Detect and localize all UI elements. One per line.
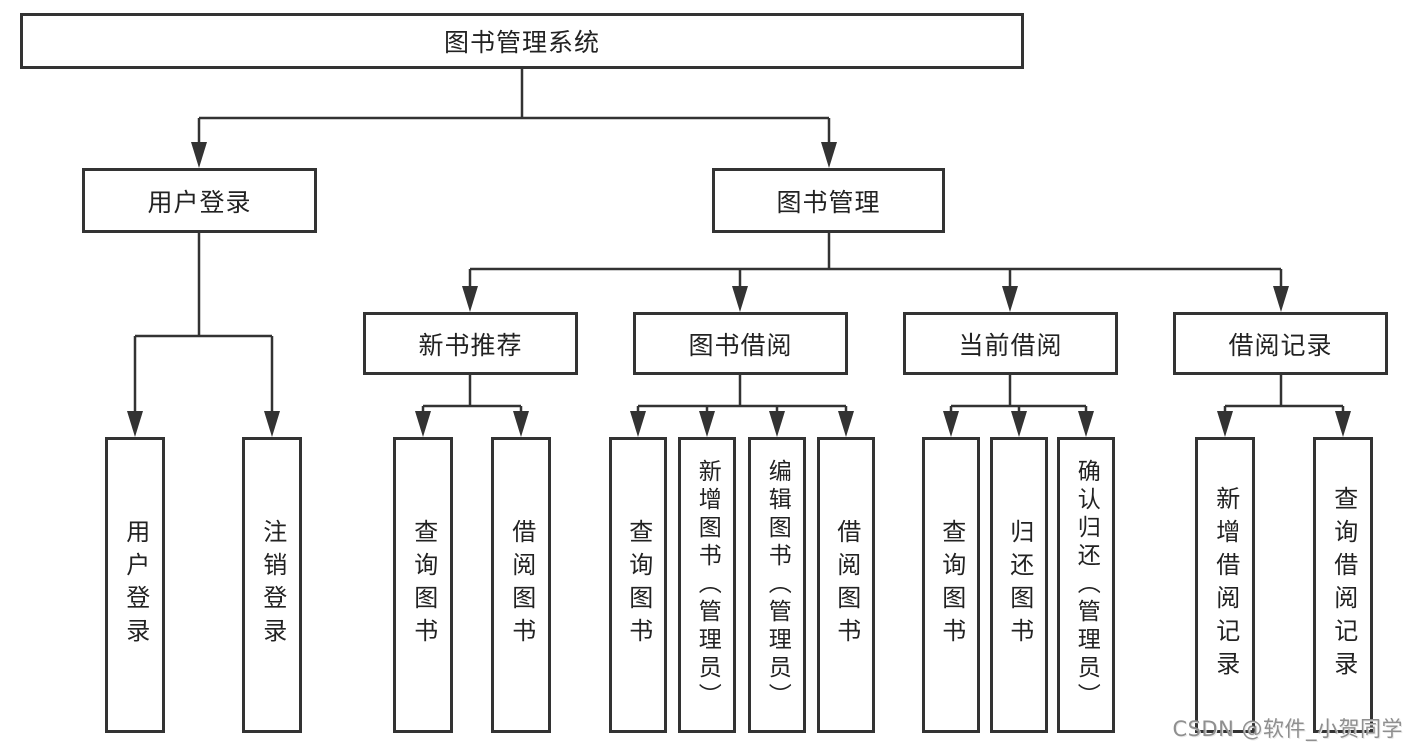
- node-book-borrowing: 图书借阅: [633, 312, 848, 375]
- leaf-nb-borrow-books: 借阅图书: [491, 437, 551, 733]
- leaf-logout: 注销登录: [242, 437, 302, 733]
- leaf-logout-label: 注销登录: [258, 519, 287, 651]
- leaf-bb-edit-books-admin: 编辑图书（管理员）: [748, 437, 806, 733]
- leaf-cb-query-books-label: 查询图书: [937, 519, 966, 651]
- node-book-management: 图书管理: [712, 168, 945, 233]
- leaf-br-add-record-label: 新增借阅记录: [1211, 486, 1240, 684]
- node-library-management-system: 图书管理系统: [20, 13, 1024, 69]
- leaf-cb-return-books: 归还图书: [990, 437, 1048, 733]
- leaf-bb-borrow-books-label: 借阅图书: [832, 519, 861, 651]
- leaf-cb-query-books: 查询图书: [922, 437, 980, 733]
- leaf-cb-confirm-return-admin-label: 确认归还（管理员）: [1073, 459, 1100, 711]
- node-user-login: 用户登录: [82, 168, 317, 233]
- node-new-book-recommendation: 新书推荐: [363, 312, 578, 375]
- leaf-nb-query-books: 查询图书: [393, 437, 453, 733]
- node-current-borrowing: 当前借阅: [903, 312, 1118, 375]
- leaf-cb-return-books-label: 归还图书: [1005, 519, 1034, 651]
- leaf-user-login: 用户登录: [105, 437, 165, 733]
- node-borrowing-records: 借阅记录: [1173, 312, 1388, 375]
- leaf-bb-edit-books-admin-label: 编辑图书（管理员）: [764, 459, 791, 711]
- leaf-user-login-label: 用户登录: [121, 519, 150, 651]
- leaf-bb-borrow-books: 借阅图书: [817, 437, 875, 733]
- leaf-nb-borrow-books-label: 借阅图书: [507, 519, 536, 651]
- leaf-br-query-record: 查询借阅记录: [1313, 437, 1373, 733]
- leaf-bb-add-books-admin: 新增图书（管理员）: [678, 437, 736, 733]
- leaf-bb-query-books: 查询图书: [609, 437, 667, 733]
- leaf-nb-query-books-label: 查询图书: [409, 519, 438, 651]
- leaf-cb-confirm-return-admin: 确认归还（管理员）: [1057, 437, 1115, 733]
- leaf-bb-add-books-admin-label: 新增图书（管理员）: [694, 459, 721, 711]
- leaf-br-add-record: 新增借阅记录: [1195, 437, 1255, 733]
- leaf-br-query-record-label: 查询借阅记录: [1329, 486, 1358, 684]
- csdn-watermark: CSDN @软件_小贺同学: [1172, 717, 1403, 741]
- leaf-bb-query-books-label: 查询图书: [624, 519, 653, 651]
